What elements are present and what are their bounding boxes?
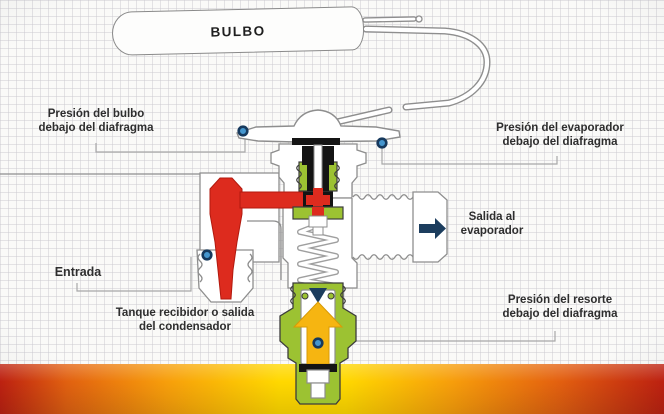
label-spring-pressure: Presión del resorte debajo del diafragma — [502, 294, 618, 320]
pin-wedge — [309, 288, 327, 303]
bulb-label: BULBO — [210, 22, 266, 40]
marker-evaporator-pressure — [376, 137, 388, 149]
label-bulb-pressure: Presión del bulbo debajo del diafragma — [38, 108, 154, 134]
valve-cartridge — [292, 144, 344, 289]
label-inlet: Entrada — [54, 265, 102, 279]
marker-inlet — [201, 249, 213, 261]
marker-spring-pressure — [312, 337, 324, 349]
bulb-capsule: BULBO — [111, 6, 365, 56]
label-evaporator-pressure: Presión del evaporador debajo del diafra… — [496, 122, 624, 148]
outlet-arrow — [419, 218, 446, 239]
marker-bulb-pressure — [237, 125, 249, 137]
diaphragm — [236, 109, 401, 145]
label-evaporator-outlet: Salida al evaporador — [460, 211, 524, 237]
label-receiver-outlet: Tanque recibidor o salida del condensado… — [115, 307, 255, 333]
pressure-point-markers — [201, 125, 388, 349]
leader-lines — [76, 135, 558, 342]
